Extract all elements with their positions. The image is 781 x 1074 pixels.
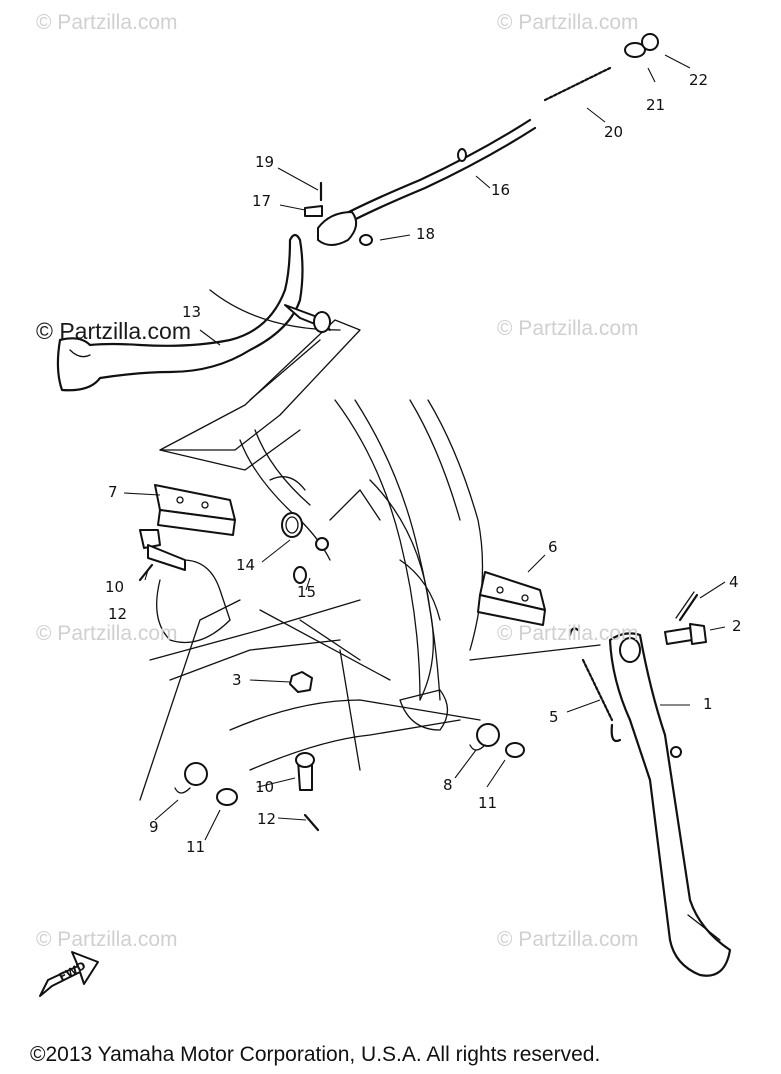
callout-19: 19 [255, 153, 275, 171]
small-parts [138, 529, 525, 832]
callout-22: 22 [689, 71, 709, 89]
stand-bolt [664, 623, 707, 645]
watermark: © Partzilla.com [36, 622, 178, 645]
return-spring [281, 512, 329, 584]
brake-rod [304, 33, 659, 246]
copyright-notice: ©2013 Yamaha Motor Corporation, U.S.A. A… [30, 1043, 601, 1066]
callout-21: 21 [646, 96, 666, 114]
callout-7: 7 [108, 483, 118, 501]
callout-12: 12 [257, 810, 277, 828]
callout-10: 10 [105, 578, 125, 596]
callout-3: 3 [232, 671, 242, 689]
watermark-dark: © Partzilla.com [36, 318, 191, 344]
footrest-right [477, 571, 546, 626]
watermark: © Partzilla.com [497, 317, 639, 340]
stand-spring [568, 627, 622, 743]
fwd-arrow-icon [39, 951, 99, 997]
callout-18: 18 [416, 225, 436, 243]
side-stand [608, 632, 732, 977]
callout-16: 16 [491, 181, 511, 199]
watermark: © Partzilla.com [497, 11, 639, 34]
brake-pedal [56, 233, 331, 392]
watermark: © Partzilla.com [497, 928, 639, 951]
callout-10: 10 [255, 778, 275, 796]
footrest-left [154, 484, 236, 536]
leader-lines [123, 54, 726, 841]
callout-12: 12 [108, 605, 128, 623]
callout-13: 13 [182, 303, 202, 321]
watermark: © Partzilla.com [36, 928, 178, 951]
callout-14: 14 [236, 556, 256, 574]
callout-2: 2 [732, 617, 742, 635]
callout-1: 1 [703, 695, 713, 713]
callout-5: 5 [549, 708, 559, 726]
callout-11: 11 [186, 838, 206, 856]
callout-9: 9 [149, 818, 159, 836]
callout-15: 15 [297, 583, 317, 601]
callout-8: 8 [443, 776, 453, 794]
callout-20: 20 [604, 123, 624, 141]
watermark: © Partzilla.com [497, 622, 639, 645]
callout-11: 11 [478, 794, 498, 812]
callout-17: 17 [252, 192, 272, 210]
cotter-pin [675, 591, 699, 622]
callout-4: 4 [729, 573, 739, 591]
watermark: © Partzilla.com [36, 11, 178, 34]
callout-6: 6 [548, 538, 558, 556]
